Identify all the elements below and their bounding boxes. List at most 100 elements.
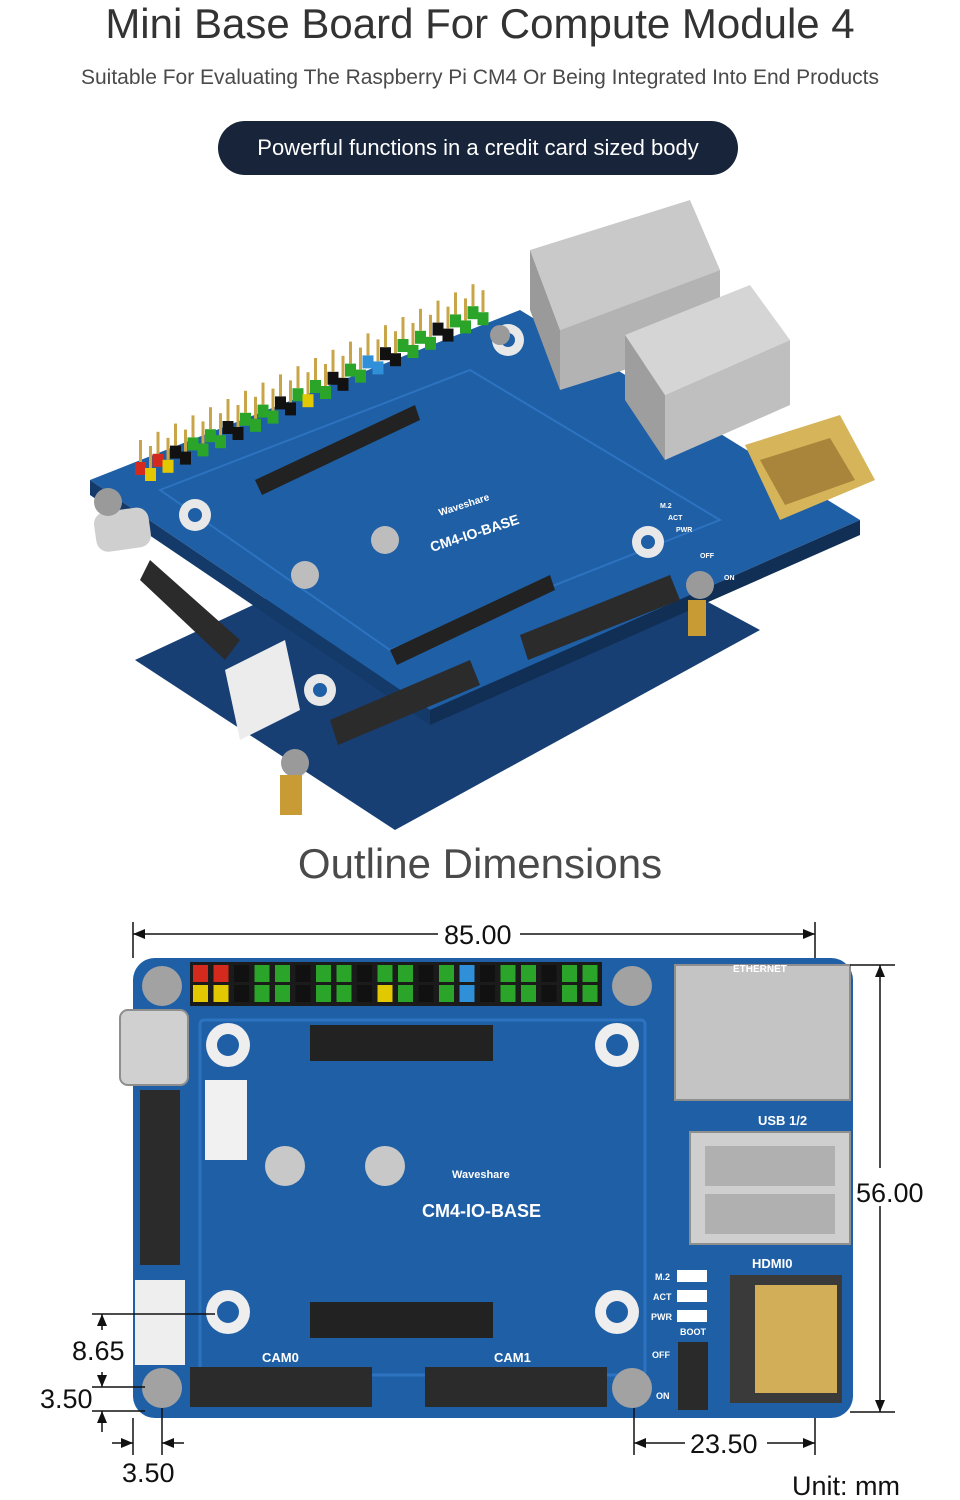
gpio-pin (215, 435, 226, 449)
gpio-pin (582, 965, 598, 982)
gpio-pin (240, 412, 251, 426)
gpio-pin-metal (436, 300, 440, 323)
dimension-hole-margin-h-label: 3.50 (122, 1458, 175, 1488)
gpio-pin (377, 985, 393, 1002)
led-label-act: ACT (653, 1292, 672, 1302)
gpio-pin (418, 965, 434, 982)
gpio-pin (541, 965, 557, 982)
screw (142, 1368, 182, 1408)
model-label: CM4-IO-BASE (422, 1201, 541, 1221)
cam0-connector (190, 1367, 372, 1407)
gpio-pin (442, 328, 454, 342)
gpio-pin (362, 355, 374, 369)
gpio-pin (439, 985, 454, 1002)
gpio-pin (170, 445, 181, 459)
dimension-hole-margin-v-label: 3.50 (40, 1384, 93, 1414)
gpio-pin (521, 965, 536, 982)
gpio-pin (302, 394, 314, 408)
gpio-pin (254, 985, 270, 1002)
gpio-pin (372, 361, 384, 375)
switch-off-label: OFF (652, 1350, 670, 1360)
gpio-pin (187, 437, 199, 451)
led-label-m2: M.2 (660, 503, 672, 510)
dimension-hole-margin-v: 3.50 (40, 1384, 145, 1432)
screw (612, 1368, 652, 1408)
gpio-pin (407, 345, 419, 358)
gpio-pin-metal (209, 407, 212, 430)
gpio-pin (480, 965, 495, 982)
ethernet-label: ETHERNET (733, 964, 787, 975)
gpio-pin-metal (289, 380, 292, 403)
gpio-pin (234, 985, 249, 1002)
gpio-pin (295, 965, 311, 982)
gpio-pin-metal (411, 323, 415, 345)
tagline-pill: Powerful functions in a credit card size… (218, 121, 738, 175)
gpio-pin (562, 965, 577, 982)
dimension-hole-offset-h-label: 23.50 (690, 1429, 758, 1459)
switch-label-on: ON (724, 575, 735, 582)
gpio-pin (357, 965, 372, 982)
gpio-header (190, 962, 602, 1006)
gpio-pin (336, 965, 352, 982)
gpio-pin (275, 985, 290, 1002)
usb-label: USB 1/2 (758, 1113, 807, 1128)
gpio-pin-metal (306, 372, 310, 395)
gpio-pin-metal (219, 413, 222, 436)
gpio-pin (254, 965, 270, 982)
gpio-pin (459, 965, 475, 982)
gpio-pin-metal (201, 421, 205, 444)
gpio-pin-metal (324, 364, 327, 386)
gpio-pin (398, 965, 413, 982)
gpio-pin (500, 985, 516, 1002)
label-sticker (205, 1080, 247, 1160)
gpio-pin (425, 336, 436, 350)
gpio-pin-metal (481, 290, 485, 313)
screw (142, 966, 182, 1006)
dimension-hole-margin-h: 3.50 (112, 1408, 184, 1488)
gpio-pin-metal (184, 429, 187, 452)
dimension-hole-offset-v-label: 8.65 (72, 1336, 125, 1366)
gpio-pin-metal (271, 388, 275, 411)
gpio-pin-metal (376, 339, 380, 362)
gpio-pin-metal (156, 431, 160, 454)
outline-section-title: Outline Dimensions (297, 840, 663, 887)
dimension-height: 56.00 (850, 964, 924, 1413)
fan-connector (225, 640, 300, 740)
gpio-pin (285, 402, 296, 416)
gpio-pin-metal (394, 331, 397, 354)
gpio-pin (316, 965, 331, 982)
gpio-pin (310, 380, 321, 393)
led-label-pwr: PWR (651, 1312, 672, 1322)
switch-on-label: ON (656, 1391, 670, 1401)
gpio-pin (250, 418, 261, 432)
gpio-pin (450, 314, 461, 328)
gpio-pin (234, 965, 249, 982)
gpio-pin (135, 462, 146, 475)
display-connector (140, 560, 240, 660)
gpio-pin-metal (191, 415, 195, 438)
gpio-pin (521, 985, 536, 1002)
gpio-pin-metal (454, 292, 457, 315)
gpio-pin (541, 985, 557, 1002)
gpio-pin-metal (446, 306, 450, 329)
page-title: Mini Base Board For Compute Module 4 (105, 0, 855, 47)
dimension-hole-offset-v: 8.65 (72, 1313, 215, 1388)
gpio-pin-metal (139, 440, 142, 462)
gpio-pin (477, 312, 489, 326)
gpio-pin-metal (314, 358, 317, 380)
gpio-pin (152, 453, 164, 467)
gpio-pin (213, 965, 229, 982)
gpio-pin (380, 347, 391, 361)
gpio-pin-metal (429, 314, 432, 337)
ethernet-port (674, 964, 851, 1101)
camera-connector (520, 575, 680, 660)
gpio-pin (415, 330, 426, 344)
gpio-pin (418, 985, 434, 1002)
gpio-pin-metal (349, 341, 352, 364)
gpio-pin (582, 985, 598, 1002)
boot-label: BOOT (680, 1327, 707, 1337)
gpio-pin (275, 965, 290, 982)
gpio-pin-metal (166, 437, 170, 460)
gpio-pin-metal (261, 382, 265, 405)
outline-drawing: ETHERNET USB 1/2 HDMI0 M.2 ACT PWR BOOT … (40, 920, 924, 1500)
